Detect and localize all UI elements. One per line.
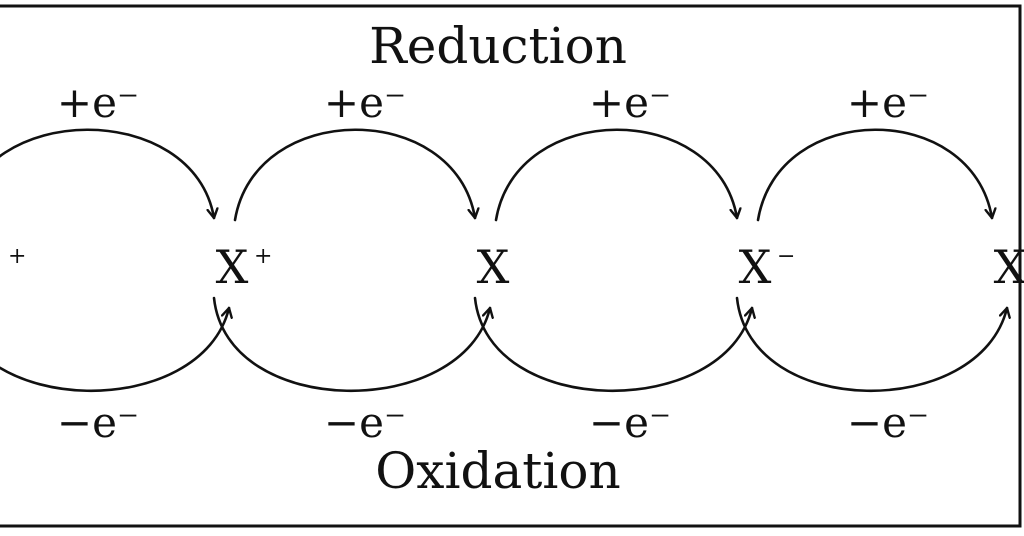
species-label: X [477,240,510,294]
reduction-arrow [0,128,214,220]
reduction-arrows [0,128,992,222]
species-symbol: X [994,240,1024,294]
species-label: X+ [216,240,273,294]
oxidation-arrow [473,296,752,393]
species-symbol: X [216,240,249,294]
species-charge: + [8,244,26,269]
species-charge: − [777,244,795,269]
reduction-arrow [494,128,737,222]
electron-loss-label: −e⁻ [589,398,671,447]
oxidation-title: Oxidation [375,442,620,500]
oxidation-arrows [0,296,1007,393]
oxidation-arrow [212,296,490,393]
electron-loss-label: −e⁻ [847,398,929,447]
electron-gain-label: +e⁻ [324,78,406,127]
electron-gain-label: +e⁻ [57,78,139,127]
species-label: X [994,240,1024,294]
diagram-frame [0,4,1022,528]
electron-loss-labels: −e⁻ −e⁻ −e⁻ −e⁻ [57,398,929,447]
electron-gain-label: +e⁻ [589,78,671,127]
species-charge: + [254,244,272,269]
oxidation-arrow [735,296,1007,393]
electron-gain-label: +e⁻ [847,78,929,127]
electron-loss-label: −e⁻ [324,398,406,447]
species-symbol: X [477,240,510,294]
electron-gain-labels: +e⁻ +e⁻ +e⁻ +e⁻ [57,78,929,127]
electron-loss-label: −e⁻ [57,398,139,447]
oxidation-arrow [0,306,229,393]
reduction-title: Reduction [369,17,627,75]
reduction-arrow [756,128,992,222]
species-label: X− [739,240,796,294]
species-label: + [8,244,26,269]
reduction-arrow [233,128,475,222]
species-symbol: X [739,240,772,294]
